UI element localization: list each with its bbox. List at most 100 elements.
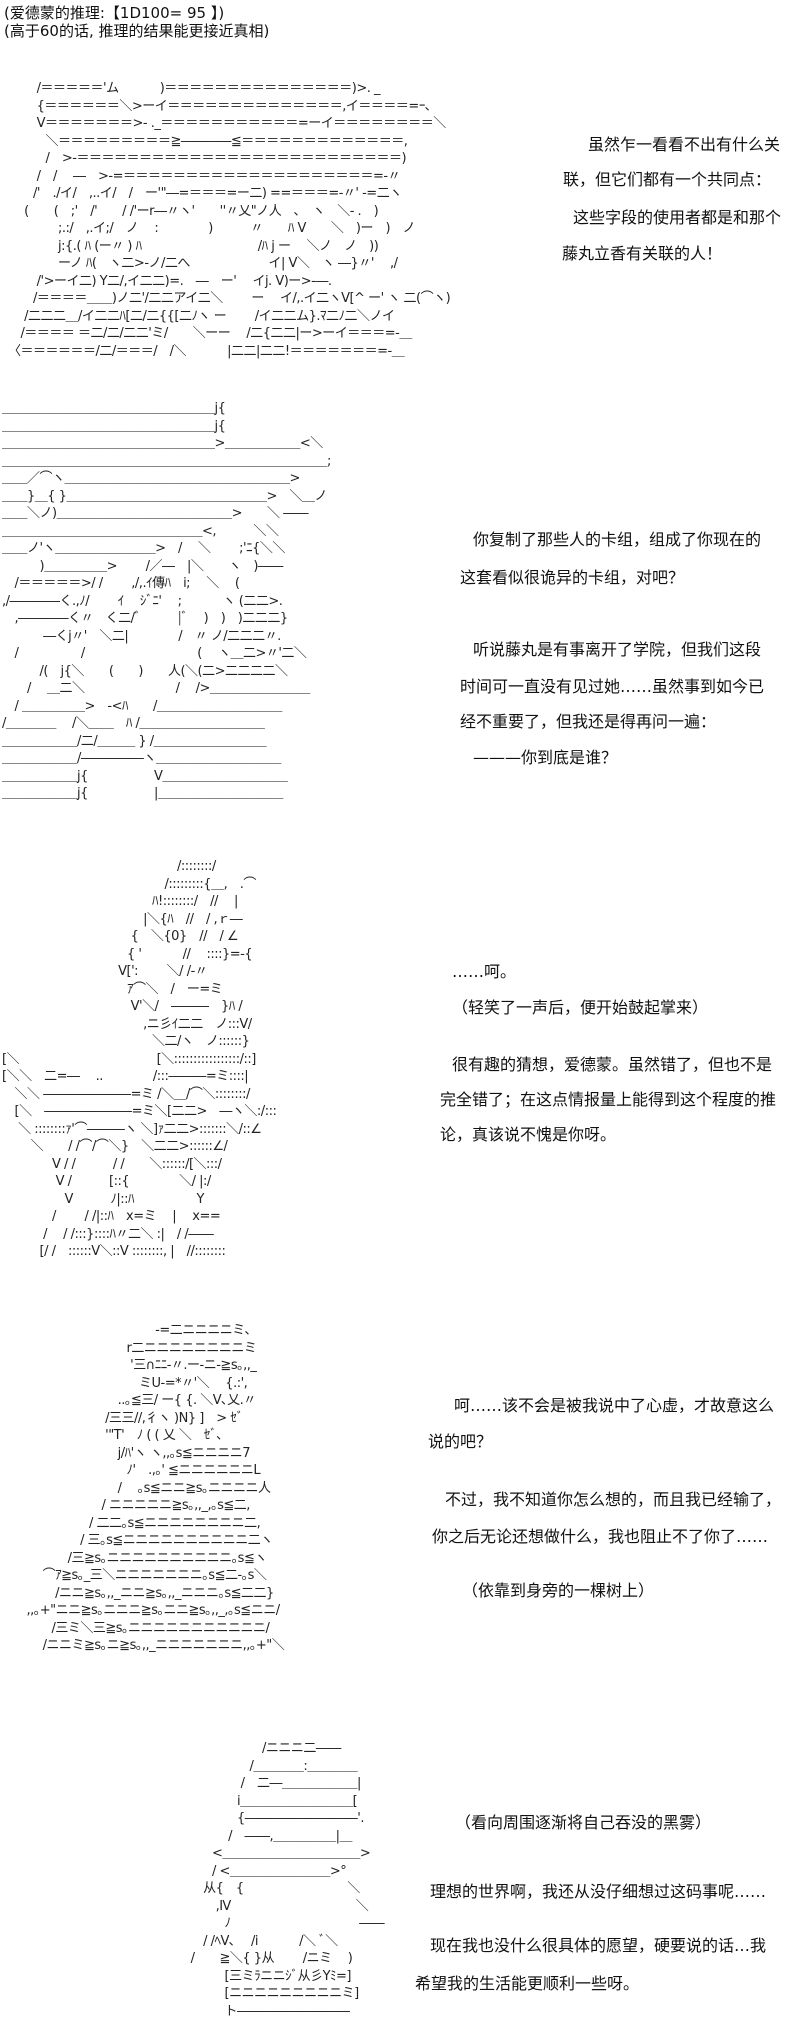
ascii-art-line: ;.:/ ,.イ;/ ノ : ) 〃 ﾊ V ＼ )ー ) ノ <box>8 220 450 238</box>
ascii-art-line: {―――――――――'. <box>112 1810 384 1828</box>
ascii-art-line: i＿＿＿＿＿＿＿＿＿[ <box>112 1793 384 1811</box>
ascii-art-line: /ニニ≧s｡,,_ニニ≧s｡,,_ニニニ｡s≦二二} <box>14 1585 284 1603</box>
ascii-art-line: / 二二｡s≦ニニニニニニニニ二, <box>14 1515 284 1533</box>
ascii-art-line: ＿＿＿＿＿＿＿＿＿＿＿＿＿＿＿＿<, ＼＼ <box>2 523 331 541</box>
dialogue-line: 联，但它们都有一个共同点： <box>563 170 771 190</box>
ascii-art-line: '"T' ﾉ ( ( 乂 ＼ ｾﾞ､ <box>14 1427 284 1445</box>
dialogue-line: 藤丸立香有关联的人！ <box>562 244 722 264</box>
ascii-art-line: /'>ーイ二) Y二/,イ二二)=. ― ー' イj. V)ー>-―. <box>8 273 450 291</box>
ascii-art-line: / / /:::}::::ﾊ〃二＼ :| / /―― <box>2 1226 276 1244</box>
ascii-art-line: / /ﾍV､ /i /＼ ﾞ＼ <box>112 1933 384 1951</box>
ascii-art-line: /＝＝＝＝ ＝二/二/二二'ミ/ ＼ーー /二{二二|ー>ーイ＝＝＝=-＿ <box>8 325 450 343</box>
ascii-art-line: { ' // ::::}=-{ <box>2 946 276 964</box>
ascii-art-line: ＿＿＿＿＿＿＿＿＿＿＿＿＿＿＿＿＿＿＿＿＿＿＿＿＿＿; <box>2 453 331 471</box>
ascii-art-line: ＿＿／⌒ヽ＿＿＿＿＿＿＿＿＿＿＿＿＿＿＿＿＿＿> <box>2 470 331 488</box>
dialogue-line: 这套看似很诡异的卡组，对吧？ <box>460 568 684 588</box>
ascii-art-line: ＿＿}＿{ }＿＿＿＿＿＿＿＿＿＿＿＿＿＿＿＿> ＼＿ノ <box>2 488 331 506</box>
ascii-art-line: ―くj〃' ＼二| / 〃 ノ/二二二〃. <box>2 628 331 646</box>
ascii-art-line: / / ( ヽ＿二>〃'二＼ <box>2 645 331 663</box>
dice-roll-note: (高于60的话, 推理的结果能更接近真相) <box>4 22 269 40</box>
dialogue-line: 完全错了；在这点情报量上能得到这个程度的推 <box>440 1090 776 1110</box>
dialogue-line: 说的吧？ <box>428 1432 492 1452</box>
ascii-art-line: ＼＝＝＝＝＝＝＝＝＝≧――――≦＝＝＝＝＝＝＝＝＝＝＝＝＝, <box>8 133 450 151</box>
ascii-art-line: ,――――く〃 く二/ﾞ |ﾞ ) ) )二二二} <box>2 610 331 628</box>
dialogue-line: ———你到底是谁？ <box>473 748 617 768</box>
ascii-art-line: ,ニ彡ｲ二二 ノ:::V/ <box>2 1016 276 1034</box>
ascii-art-line: '三∩ﾆﾆ-〃.ー-ニ-≧s｡,,_ <box>14 1357 284 1375</box>
dialogue-line: （轻笑了一声后，便开始鼓起掌来） <box>452 998 708 1018</box>
ascii-art-panel-5: /ニニニ二―― /＿＿＿＿:＿＿＿＿ / 二―＿＿＿＿＿＿| i＿＿＿＿＿＿＿＿… <box>112 1740 384 2020</box>
ascii-art-panel-2: ＿＿＿＿＿＿＿＿＿＿＿＿＿＿＿＿＿j{＿＿＿＿＿＿＿＿＿＿＿＿＿＿＿＿＿j{＿＿… <box>2 400 331 803</box>
ascii-art-line: ＿＿＿＿＿＿/二/＿＿＿ } /＿＿＿＿＿＿＿＿＿ <box>2 733 331 751</box>
ascii-art-line: V[': ＼/ /-〃 <box>2 963 276 981</box>
ascii-art-line: [三ミﾗニニｼﾞ从彡Yﾐ=] <box>112 1968 384 1986</box>
dialogue-line: 呵……该不会是被我说中了心虚，才故意这么 <box>454 1396 774 1416</box>
ascii-art-line: ﾊ!::::::::/ // | <box>2 893 276 911</box>
ascii-art-line: V / [::{ ＼/ |:/ <box>2 1173 276 1191</box>
ascii-art-line: /( j{＼ ( ) 人(＼(二>二二二二＼ <box>2 663 331 681</box>
ascii-art-panel-4: -=二ニニニニミ､ r二ニニニニニニニニミ '三∩ﾆﾆ-〃.ー-ニ-≧s｡,,_… <box>14 1322 284 1655</box>
ascii-art-line: [＼＼ 二=― .. /:::―――=ミ::::| <box>2 1068 276 1086</box>
ascii-art-line: V ﾉ|::ﾊ Y <box>2 1191 276 1209</box>
ascii-art-line: V / / / / ＼::::::/[＼:::/ <box>2 1156 276 1174</box>
ascii-art-line: V'＼/ ――― }ﾊ / <box>2 998 276 1016</box>
ascii-art-line: ミU-=*〃'＼ {.:', <box>14 1375 284 1393</box>
ascii-art-line: ＿＿＿＿＿＿j{ V＿＿＿＿＿＿＿＿＿＿ <box>2 768 331 786</box>
ascii-art-line: ,Ⅳ ＼ <box>112 1898 384 1916</box>
ascii-art-line: ﾉ ―― <box>112 1915 384 1933</box>
ascii-art-line: ＼ ::::::::ｧ'⌒―――ヽ ＼]ｧ二二>:::::::＼/::∠ <box>2 1121 276 1139</box>
dialogue-line: 你复制了那些人的卡组，组成了你现在的 <box>473 530 761 550</box>
ascii-art-line: / <＿＿＿＿＿＿＿＿>° <box>112 1863 384 1881</box>
dialogue-line: 听说藤丸是有事离开了学院，但我们这段 <box>473 640 761 660</box>
ascii-art-line: ,/――――く.,ﾉ/ ｲ ｼﾞﾆ' ; ヽ (二二>. <box>2 593 331 611</box>
ascii-art-line: ,,｡+"ニニ≧s｡ニニニ≧s｡ニニ≧s｡,,_,｡s≦ニニ/ <box>14 1602 284 1620</box>
dialogue-line: 理想的世界啊，我还从没仔细想过这码事呢…… <box>430 1882 766 1902</box>
ascii-art-line: r二ニニニニニニニニミ <box>14 1340 284 1358</box>
ascii-art-line: )＿＿＿＿＿> /／― |＼ ヽ )―― <box>2 558 331 576</box>
ascii-art-line: /＿＿＿＿:＿＿＿＿ <box>112 1758 384 1776</box>
ascii-art-line: 从{ { ＼ <box>112 1880 384 1898</box>
ascii-art-line: / / /|::ﾊ x=ミ | x== <box>2 1208 276 1226</box>
dialogue-line: 经不重要了，但我还是得再问一遍： <box>460 712 716 732</box>
ascii-art-line: ＿＿＿＿＿＿＿＿＿＿＿＿＿＿＿＿＿>＿＿＿＿＿＿<＼ <box>2 435 331 453</box>
ascii-art-line: ｱ⌒＼ / ー=ミ <box>2 981 276 999</box>
ascii-art-line: ＿＿＿＿＿＿＿＿＿＿＿＿＿＿＿＿＿j{ <box>2 418 331 436</box>
dialogue-line: 时间可一直没有见过她……虽然事到如今已 <box>460 677 764 697</box>
ascii-art-line: / ニニニニニ≧s｡,,_,｡s≦二, <box>14 1497 284 1515</box>
ascii-art-line: ＿＿＼ノ)＿＿＿＿＿＿＿＿＿＿＿＿＿＿> ＼ ―― <box>2 505 331 523</box>
dialogue-line: 希望我的生活能更顺利一些呀。 <box>415 1974 639 1994</box>
ascii-art-line: ＿＿＿＿＿＿/―――――ヽ＿＿＿＿＿＿＿＿＿＿ <box>2 750 331 768</box>
ascii-art-line: /＝＝＝＝＝>/ / ,/,.ｲ傳ﾊ i; ＼ ( <box>2 575 331 593</box>
dialogue-line: 很有趣的猜想，爱德蒙。虽然错了，但也不是 <box>452 1055 772 1075</box>
ascii-art-line: /' ./イ/ ,..イ/ / ー'"―=＝＝＝=ー二) ==＝＝＝=-〃' -… <box>8 185 450 203</box>
dialogue-line: 这些字段的使用者都是和那个 <box>573 208 781 228</box>
ascii-art-line: /::::::::/ <box>2 858 276 876</box>
ascii-art-line: j:{.( ﾊ (ー〃 ) ﾊ /ﾊ j ー ＼ノ ノ )) <box>8 238 450 256</box>
ascii-art-line: ト――――――――― <box>112 2003 384 2020</box>
dialogue-line: 不过，我不知道你怎么想的，而且我已经输了， <box>445 1490 781 1510</box>
ascii-art-line: { ＼{0} // / ∠ <box>2 928 276 946</box>
ascii-art-line: V＝＝＝＝＝＝＝>- ._＝＝＝＝＝＝＝＝＝＝＝=ーイ＝＝＝＝＝＝＝＝＼ <box>8 115 450 133</box>
dialogue-line: ……呵。 <box>452 962 516 982</box>
dialogue-line: 虽然乍一看看不出有什么关 <box>588 135 780 155</box>
ascii-art-line: /三三//,彳ヽ )N} ] > ｾﾞ <box>14 1410 284 1428</box>
ascii-art-line: [＼ [＼:::::::::::::::::/::] <box>2 1051 276 1069</box>
ascii-art-panel-1: /＝＝＝＝＝'ム )＝＝＝＝＝＝＝＝＝＝＝＝＝＝＝)>. _ {＝＝＝＝＝＝＼>… <box>8 80 450 360</box>
dice-roll-result: (爱德蒙的推理:【1D100= 95 】) <box>4 4 224 22</box>
dialogue-line: （看向周围逐渐将自己吞没的黑雾） <box>455 1813 711 1833</box>
ascii-art-line: ＼ / /⌒/⌒＼} ＼二二>::::::∠/ <box>2 1138 276 1156</box>
ascii-art-line: / / ― >-=＝＝＝＝＝＝＝＝＝＝＝＝＝＝＝＝＝＝＝＝=-〃 <box>8 168 450 186</box>
ascii-art-line: /ニニミ≧s｡ニ≧s｡,,_ニニニニニニニ,,｡+"＼ <box>14 1637 284 1655</box>
ascii-art-line: -=二ニニニニミ､ <box>14 1322 284 1340</box>
ascii-art-line: <＿＿＿＿＿＿＿＿＿＿＿> <box>112 1845 384 1863</box>
ascii-art-line: / ｡s≦ニニ≧s｡ニニニニ人 <box>14 1480 284 1498</box>
ascii-art-line: ⌒ｱ≧s｡_三＼ニニニニニニニ｡s≦二-｡s＼ <box>14 1567 284 1585</box>
ascii-art-line: /三≧s｡ニニニニニニニニニニ｡s≦ヽ <box>14 1550 284 1568</box>
ascii-art-line: [＼ ―――――――=ミ＼[二二> ―ヽ＼:/::: <box>2 1103 276 1121</box>
ascii-art-line: / ――,＿＿＿＿＿|＿ <box>112 1828 384 1846</box>
dialogue-line: 论，真该说不愧是你呀。 <box>440 1125 616 1145</box>
dialogue-line: 现在我也没什么很具体的愿望，硬要说的话…我 <box>430 1936 766 1956</box>
dialogue-line: 你之后无论还想做什么，我也阻止不了你了…… <box>432 1527 768 1547</box>
ascii-art-line: / 三｡s≦ニニニニニニニニニニ二ヽ <box>14 1532 284 1550</box>
ascii-art-line: /:::::::::{＿, .⌒ <box>2 876 276 894</box>
